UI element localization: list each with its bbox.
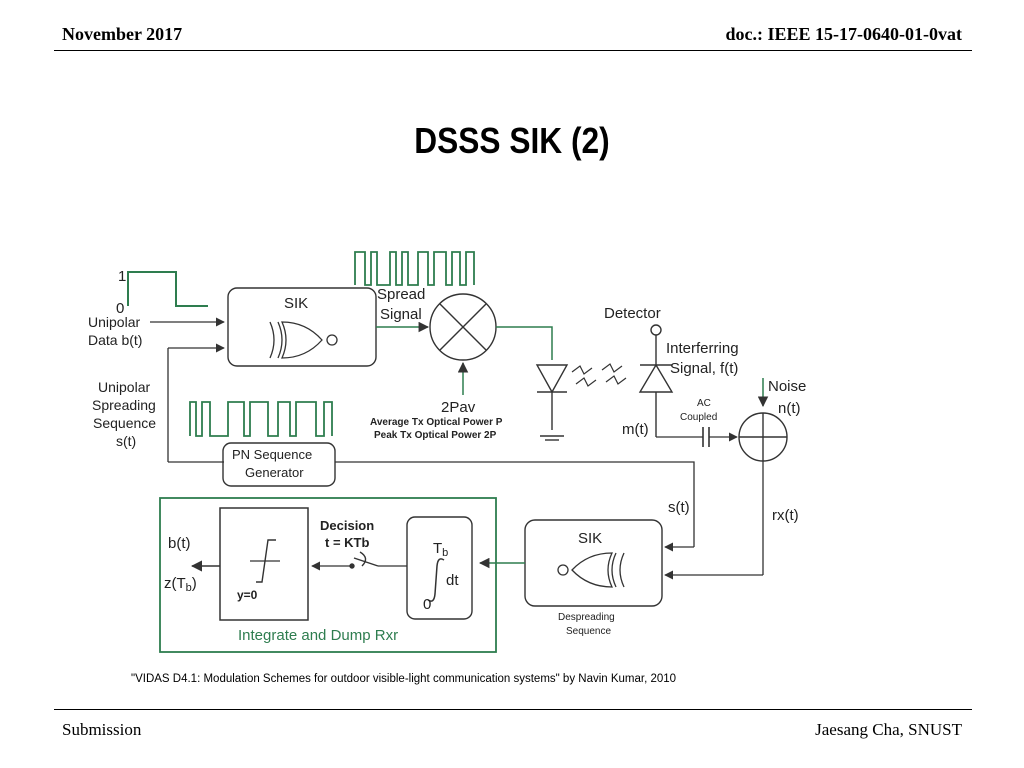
st-label: s(t) [668,499,690,516]
xnor-gate-receiver-icon [557,552,625,588]
average-power-label: Average Tx Optical Power P [370,417,503,428]
pn-label-1: PN Sequence [232,447,312,462]
ac-label-1: AC [697,398,711,409]
led-icon [535,364,569,441]
interfering-label-2: Signal, f(t) [670,360,738,377]
interfering-label-1: Interferring [666,340,739,357]
decision-label-1: Decision [320,518,374,533]
mt-label: m(t) [622,421,649,438]
header-rule [54,50,972,51]
y0-label: y=0 [237,588,258,602]
pn-to-despread-line [335,461,695,547]
spreading-label-3: Sequence [93,415,156,431]
pn-sequence-waveform [189,401,333,437]
pn-label-2: Generator [245,465,304,480]
unipolar-data-label-2: Data b(t) [88,332,142,348]
ac-label-2: Coupled [680,412,717,423]
sik-bottom-label: SIK [578,530,602,547]
spreading-label-4: s(t) [116,433,136,449]
peak-power-label: Peak Tx Optical Power 2P [374,430,497,441]
footer-submission: Submission [62,720,142,739]
detector-label: Detector [604,305,661,322]
footer-rule [54,709,972,710]
ztb-output-label: z(Tb) [164,575,197,594]
level-one-label: 1 [118,268,126,285]
spread-signal-label-1: Spread [377,286,425,303]
rxt-label: rx(t) [772,507,799,524]
level-zero-label: 0 [116,300,124,317]
integrator-block [406,516,473,620]
light-emission-icon [571,363,627,387]
threshold-decision-block [219,507,309,621]
integrate-dump-label: Integrate and Dump Rxr [238,627,398,644]
integral-zero-label: 0 [423,596,431,613]
sampling-switch-icon [349,551,379,569]
two-pav-label: 2Pav [441,399,476,416]
spreading-label-2: Spreading [92,397,156,413]
unipolar-data-label-1: Unipolar [88,314,140,330]
decision-label-2: t = KTb [325,535,369,550]
slide-title: DSSS SIK (2) [414,120,610,161]
spread-signal-waveform [354,251,475,286]
spread-signal-label-2: Signal [380,306,422,323]
tb-label: Tb [433,540,448,559]
integral-sign-icon [427,558,445,602]
noise-label: Noise [768,378,806,395]
header-date: November 2017 [62,24,183,44]
sik-top-label: SIK [284,295,308,312]
source-citation: "VIDAS D4.1: Modulation Schemes for outd… [131,673,677,685]
header-doc-id: doc.: IEEE 15-17-0640-01-0vat [725,24,963,44]
mixer-to-led-line [496,326,553,360]
noise-nt-label: n(t) [778,400,801,417]
despread-label-1: Despreading [558,612,615,623]
integrate-dump-frame [159,497,497,653]
spreading-label-1: Unipolar [98,379,150,395]
adder-icon [738,412,788,462]
footer-author: Jaesang Cha, SNUST [815,720,962,739]
multiplier-icon [429,293,497,361]
despread-label-2: Sequence [566,626,611,637]
pn-generator-block [222,442,336,487]
capacitor-icon [702,427,710,447]
xnor-gate-icon [269,321,338,359]
photodiode-icon [638,324,674,437]
dt-label: dt [446,572,459,589]
data-pulse-waveform [127,271,208,307]
bt-output-label: b(t) [168,535,191,552]
